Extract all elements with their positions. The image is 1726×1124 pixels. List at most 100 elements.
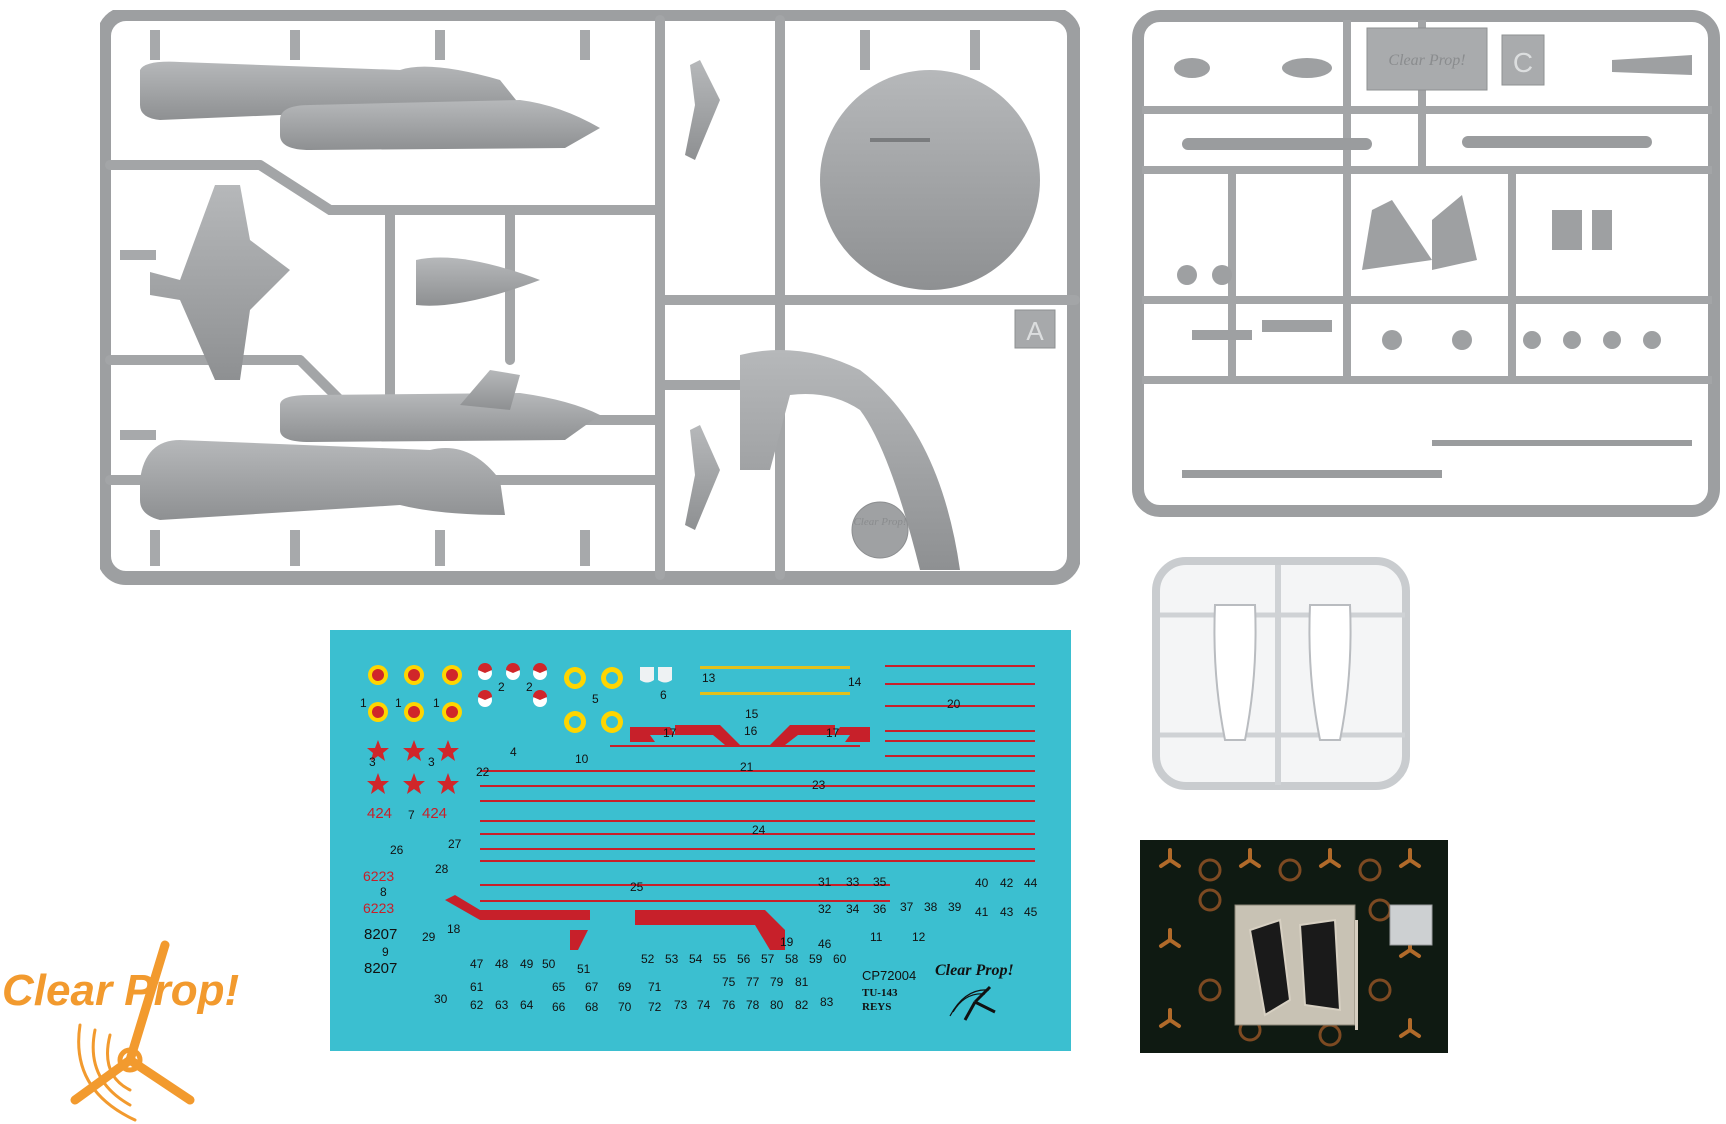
decal-number-81: 81 xyxy=(795,975,809,989)
decal-number-9: 9 xyxy=(382,945,389,959)
decal-number-50: 50 xyxy=(542,957,556,971)
decal-number-79: 79 xyxy=(770,975,784,989)
decal-number-6: 6 xyxy=(660,688,667,702)
decal-number-76: 76 xyxy=(722,998,736,1012)
decal-number-55: 55 xyxy=(713,952,727,966)
decal-number-16: 16 xyxy=(744,724,758,738)
decal-number-31: 31 xyxy=(818,875,832,889)
decal-number-58: 58 xyxy=(785,952,799,966)
decal-number-40: 40 xyxy=(975,876,989,890)
decal-number-3: 3 xyxy=(428,755,435,769)
decal-number-59: 59 xyxy=(809,952,823,966)
decal-number-80: 80 xyxy=(770,998,784,1012)
decal-number-2: 2 xyxy=(498,680,505,694)
decal-number-51: 51 xyxy=(577,962,591,976)
decal-number-37: 37 xyxy=(900,900,914,914)
decal-artwork xyxy=(367,663,1035,950)
decal-number-78: 78 xyxy=(746,998,760,1012)
decal-number-1: 1 xyxy=(433,696,440,710)
decal-number-15: 15 xyxy=(745,707,759,721)
decal-number-56: 56 xyxy=(737,952,751,966)
decal-number-82: 82 xyxy=(795,998,809,1012)
pe-backing-pattern xyxy=(1159,848,1433,1047)
sprue-c: Clear Prop! C xyxy=(1132,10,1720,517)
decal-number-44: 44 xyxy=(1024,876,1038,890)
decal-number-77: 77 xyxy=(746,975,760,989)
sprue-c-logo: Clear Prop! xyxy=(1388,52,1465,69)
decal-number-71: 71 xyxy=(648,980,662,994)
product-code: CP72004 xyxy=(862,968,917,983)
decal-number-13: 13 xyxy=(702,671,716,685)
decal-number-57: 57 xyxy=(761,952,775,966)
decal-number-62: 62 xyxy=(470,998,484,1012)
sprue-a-letter: A xyxy=(1026,316,1044,346)
decal-number-69: 69 xyxy=(618,980,632,994)
decal-number-36: 36 xyxy=(873,902,887,916)
decal-number-26: 26 xyxy=(390,843,404,857)
decal-number-72: 72 xyxy=(648,1000,662,1014)
decal-number-1: 1 xyxy=(395,696,402,710)
decal-number-24: 24 xyxy=(752,823,766,837)
decal-number-17: 17 xyxy=(663,726,677,740)
decal-number-47: 47 xyxy=(470,957,484,971)
clear-sprue xyxy=(1152,557,1410,790)
decal-number-38: 38 xyxy=(924,900,938,914)
decal-number-14: 14 xyxy=(848,675,862,689)
decal-code-8207: 8207 xyxy=(364,960,398,977)
decal-number-65: 65 xyxy=(552,980,566,994)
decal-number-23: 23 xyxy=(812,778,826,792)
decal-number-41: 41 xyxy=(975,905,989,919)
decal-number-73: 73 xyxy=(674,998,688,1012)
decal-tail-424: 424 xyxy=(422,805,448,822)
decal-number-30: 30 xyxy=(434,992,448,1006)
decal-number-74: 74 xyxy=(697,998,711,1012)
decal-number-61: 61 xyxy=(470,980,484,994)
decal-number-66: 66 xyxy=(552,1000,566,1014)
sprue-a: A Clear Prop! xyxy=(100,10,1080,585)
decal-sheet: 1 1 1 2 2 5 6 13 14 20 15 17 16 17 3 3 4… xyxy=(330,630,1071,1051)
decal-logo-text: Clear Prop! xyxy=(935,962,1014,979)
brand-logo: Clear Prop! xyxy=(2,940,239,1122)
decal-number-45: 45 xyxy=(1024,905,1038,919)
decal-number-49: 49 xyxy=(520,957,534,971)
decal-number-21: 21 xyxy=(740,760,754,774)
decal-number-64: 64 xyxy=(520,998,534,1012)
decal-number-12: 12 xyxy=(912,930,926,944)
decal-number-43: 43 xyxy=(1000,905,1014,919)
decal-number-60: 60 xyxy=(833,952,847,966)
decal-number-48: 48 xyxy=(495,957,509,971)
sprue-a-logo: Clear Prop! xyxy=(853,516,906,528)
decal-number-70: 70 xyxy=(618,1000,632,1014)
model-subname: REYS xyxy=(862,1001,892,1013)
decal-number-10: 10 xyxy=(575,752,589,766)
decal-code-6223: 6223 xyxy=(363,868,395,884)
decal-number-67: 67 xyxy=(585,980,599,994)
decal-number-83: 83 xyxy=(820,995,834,1009)
decal-number-18: 18 xyxy=(447,922,461,936)
decal-number-32: 32 xyxy=(818,902,832,916)
decal-number-68: 68 xyxy=(585,1000,599,1014)
decal-number-46: 46 xyxy=(818,937,832,951)
decal-number-22: 22 xyxy=(476,765,490,779)
decal-number-63: 63 xyxy=(495,998,509,1012)
decal-number-3: 3 xyxy=(369,755,376,769)
decal-number-28: 28 xyxy=(435,862,449,876)
propeller-icon xyxy=(949,985,996,1021)
decal-number-54: 54 xyxy=(689,952,703,966)
decal-code-6223: 6223 xyxy=(363,900,395,916)
decal-number-1: 1 xyxy=(360,696,367,710)
decal-number-35: 35 xyxy=(873,875,887,889)
brand-propeller-icon xyxy=(70,940,195,1122)
decal-number-8: 8 xyxy=(380,885,387,899)
decal-number-2: 2 xyxy=(526,680,533,694)
decal-number-75: 75 xyxy=(722,975,736,989)
decal-number-7: 7 xyxy=(408,808,415,822)
decal-number-19: 19 xyxy=(780,935,794,949)
decal-number-11: 11 xyxy=(870,930,883,944)
photo-etch-fret xyxy=(1140,840,1448,1053)
decal-number-29: 29 xyxy=(422,930,436,944)
decal-number-5: 5 xyxy=(592,692,599,706)
decal-code-8207: 8207 xyxy=(364,926,398,943)
decal-number-17: 17 xyxy=(826,726,840,740)
decal-number-52: 52 xyxy=(641,952,655,966)
